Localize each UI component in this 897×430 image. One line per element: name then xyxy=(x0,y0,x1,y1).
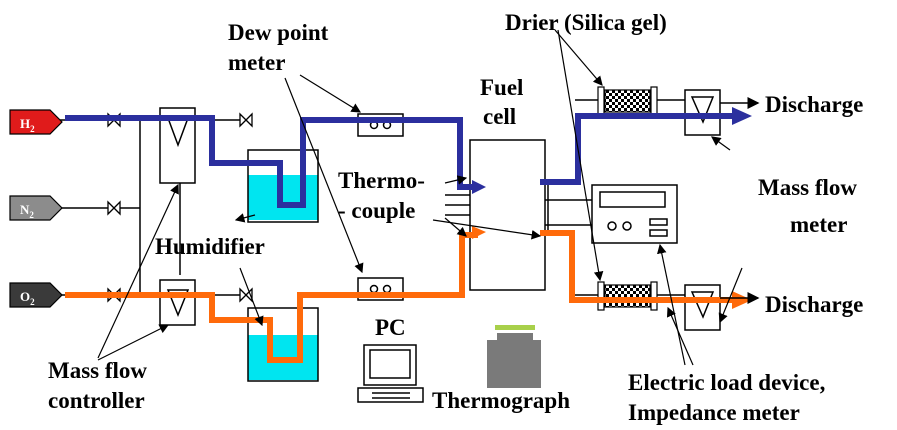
label-thermograph: Thermograph xyxy=(432,388,570,413)
label-thermo: Thermo- xyxy=(338,168,425,193)
oxygen-arrow-out xyxy=(732,291,752,309)
mass-flow-meters xyxy=(684,89,721,331)
discharge-arrows xyxy=(720,97,760,304)
pointer-lines xyxy=(97,29,743,366)
fuel-cell xyxy=(469,139,546,291)
label-discharge-top: Discharge xyxy=(765,92,863,117)
driers xyxy=(597,86,658,311)
label-mass-flow-meter-2: meter xyxy=(790,212,847,237)
label-fuel: Fuel xyxy=(480,75,523,100)
label-pc: PC xyxy=(375,315,406,340)
svg-text:O2: O2 xyxy=(20,289,35,307)
label-dew-point-meter: meter xyxy=(228,50,285,75)
oxygen-exhaust-line xyxy=(540,230,735,303)
label-mass-flow-meter-1: Mass flow xyxy=(758,175,857,200)
label-electric-load: Electric load device, xyxy=(628,370,825,395)
oxygen-flow-line xyxy=(65,232,478,363)
pc-icon xyxy=(357,344,424,403)
label-dew-point: Dew point xyxy=(228,20,329,45)
label-cell: cell xyxy=(483,104,516,129)
gas-source-n2: N2 xyxy=(9,195,63,221)
label-mass-flow-controller-1: Mass flow xyxy=(48,358,147,383)
label-discharge-bottom: Discharge xyxy=(765,292,863,317)
label-impedance-meter: Impedance meter xyxy=(628,400,800,425)
thermograph-camera xyxy=(487,325,541,388)
oxygen-arrow-in xyxy=(472,226,486,239)
hydrogen-arrow-out xyxy=(732,107,752,125)
label-drier: Drier (Silica gel) xyxy=(505,10,667,35)
svg-text:H2: H2 xyxy=(20,116,35,134)
gas-source-o2: O2 xyxy=(9,282,63,308)
label-mass-flow-controller-2: controller xyxy=(48,388,145,413)
label-couple: - couple xyxy=(338,198,415,223)
label-humidifier: Humidifier xyxy=(155,234,265,259)
hydrogen-arrow-in xyxy=(472,180,486,194)
electric-load-device xyxy=(591,184,678,244)
gas-source-h2: H2 xyxy=(9,109,63,135)
hydrogen-flow-line xyxy=(65,115,478,208)
svg-text:N2: N2 xyxy=(20,202,34,220)
